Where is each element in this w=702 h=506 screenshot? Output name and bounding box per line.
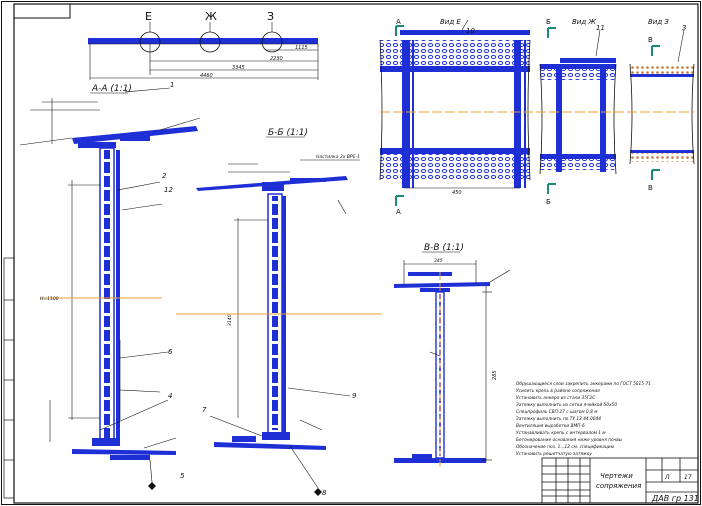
dim-top-3: 3345 [232,65,245,71]
cut-letter-b-bottom: Б [546,198,551,206]
bb-note: Настилка 2х ВРЕ-1 [316,154,360,160]
top-beam-view: Е Ж З 1115 2230 3345 4460 [88,10,319,80]
dim-bb-height: 3140 [227,314,233,326]
section-vv: В-В (1:1) 345 285 [394,243,511,470]
leader-6: 6 [168,348,173,356]
dim-top-2: 2230 [270,56,283,62]
title-block-doc-code: ДАВ гр 131 [651,494,699,503]
view-zh: Вид Ж 11 Б Б [539,18,617,206]
cut-letter-a-bottom: А [396,208,401,216]
corner-box [13,3,71,19]
section-aa-title: А-А (1:1) [91,84,132,94]
title-block [541,457,699,504]
cut-letter-b-top: Б [546,18,551,26]
left-margin-strip [3,257,15,499]
dim-vv-height: 285 [492,370,498,380]
leader-9: 9 [352,392,357,400]
callout-label-zh: Ж [205,10,217,23]
note-7: Вентиляция выработки ВМП-6 [516,423,585,429]
view-e: Вид Е 450 10 А А [379,18,531,216]
note-4: Затяжку выполнить из сетки ячейкой 50х50 [516,402,617,408]
note-10: Обозначение поз. 1...12 см. спецификацию [516,444,615,450]
note-6: Затяжку выполнить по ТУ 12.44.0044 [516,416,601,422]
callout-label-z: З [267,10,274,23]
title-block-title: Чертежи [600,472,633,480]
title-block-subtitle: сопряжения [596,482,641,490]
marker-diamond-bb [314,488,322,496]
title-block-sheet: Л [664,474,670,481]
note-5: Спецпрофиль СВП-27 с шагом 0,8 м [516,409,598,415]
note-3: Установить анкера из стали 35Г2С [516,395,595,401]
leader-11: 11 [596,24,605,32]
dim-vv-width: 345 [434,258,443,264]
leader-5: 5 [180,472,185,480]
technical-notes: Обрушающиеся слои закрепить анкерами по … [516,381,651,457]
note-8: Устанавливать крепь с интервалом 1 м [516,430,606,436]
view-z: Вид З 3 В В [629,18,695,192]
dim-top-4: 4460 [200,73,213,79]
cut-letter-v-bottom: В [648,184,653,192]
section-aa: А-А (1:1) [19,81,201,490]
leader-4: 4 [168,392,172,400]
note-11: Установить решетчатую затяжку [516,451,592,457]
section-bb-title: Б-Б (1:1) [268,128,308,138]
dim-view-e-width: 450 [452,190,462,196]
view-e-title: Вид Е [440,18,461,26]
section-bb: Б-Б (1:1) Настилка 2х ВРЕ-1 3140 9 [176,128,382,497]
callout-label-e: Е [145,10,152,23]
inner-frame [13,3,699,504]
cut-letter-v-top: В [648,36,653,44]
dim-top-1: 1115 [295,45,308,51]
cut-marker-diamond [148,482,156,490]
leader-2: 2 [162,172,167,180]
section-vv-title: В-В (1:1) [424,243,464,253]
leader-12: 12 [164,186,173,194]
leader-8: 8 [322,489,327,497]
note-9: Бетонирование основания ниже уровня почв… [516,437,623,443]
note-1: Обрушающиеся слои закрепить анкерами по … [516,381,651,387]
leader-7: 7 [202,406,207,414]
title-block-sheet-count: 17 [684,474,692,481]
dim-aa-height: Н=1100 [40,296,59,302]
leader-10: 10 [466,27,475,35]
leader-1: 1 [170,81,174,89]
note-2: Усилить крепь в районе сопряжения [516,388,600,394]
cut-letter-a-top: А [396,18,401,26]
leader-3: 3 [682,24,686,32]
view-z-title: Вид З [648,18,669,26]
view-zh-title: Вид Ж [572,18,596,26]
